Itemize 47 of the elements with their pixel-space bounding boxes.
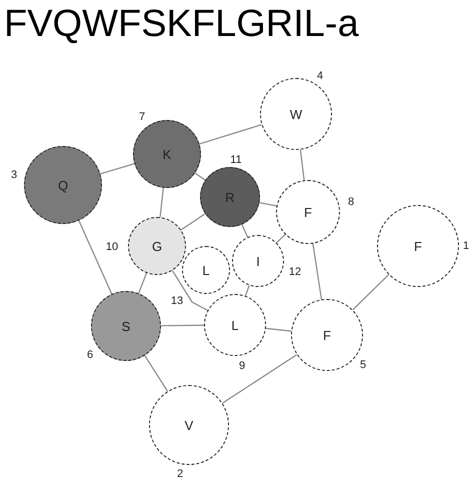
- connector-line: [199, 124, 262, 144]
- residue-circle: [182, 246, 230, 294]
- residue-number: 5: [360, 359, 366, 371]
- residue-letter: W: [290, 106, 302, 122]
- residue-number: 13: [170, 295, 184, 307]
- residue-number: 12: [288, 266, 302, 278]
- connector-line: [312, 244, 322, 300]
- connector-line: [222, 354, 298, 404]
- residue-letter: L: [231, 318, 239, 332]
- connector-line: [300, 150, 305, 180]
- connector-line: [259, 202, 277, 207]
- residue-number: 8: [348, 196, 354, 208]
- connector-line: [194, 172, 206, 181]
- residue-letter: V: [184, 418, 194, 432]
- residue-number: 3: [10, 169, 18, 181]
- connector-line: [100, 163, 135, 174]
- residue-letter: F: [323, 328, 331, 342]
- connector-line: [266, 328, 292, 332]
- connector-line: [78, 220, 112, 294]
- residue-letter: F: [414, 238, 422, 254]
- residue-letter: L: [202, 262, 210, 278]
- connector-line: [138, 272, 148, 294]
- residue-number: 11: [230, 154, 242, 166]
- connector-line: [172, 270, 208, 311]
- connector-line: [241, 224, 248, 238]
- connector-line: [180, 213, 206, 230]
- title: FVQWFSKFLGRIL-a: [4, 2, 359, 46]
- residue-letter: S: [122, 318, 130, 334]
- residue-number: 7: [138, 111, 146, 123]
- residue-number: 1: [462, 240, 470, 252]
- connector-line: [352, 274, 390, 310]
- connector-line: [161, 324, 204, 326]
- residue-letter: R: [225, 190, 235, 204]
- residue-letter: K: [162, 146, 172, 162]
- residue-number: 4: [316, 70, 324, 82]
- residue-letter: I: [256, 254, 260, 268]
- residue-letter: F: [304, 204, 312, 220]
- connector-line: [144, 355, 168, 392]
- residue-number: 9: [238, 360, 246, 372]
- residue-number: 10: [106, 241, 118, 253]
- residue-letter: G: [152, 238, 162, 254]
- connector-line: [160, 188, 164, 218]
- residue-letter: Q: [58, 178, 68, 192]
- connector-line: [244, 285, 250, 296]
- connector-line: [276, 234, 286, 244]
- residue-number: 6: [86, 349, 94, 361]
- residue-number: 2: [176, 468, 184, 480]
